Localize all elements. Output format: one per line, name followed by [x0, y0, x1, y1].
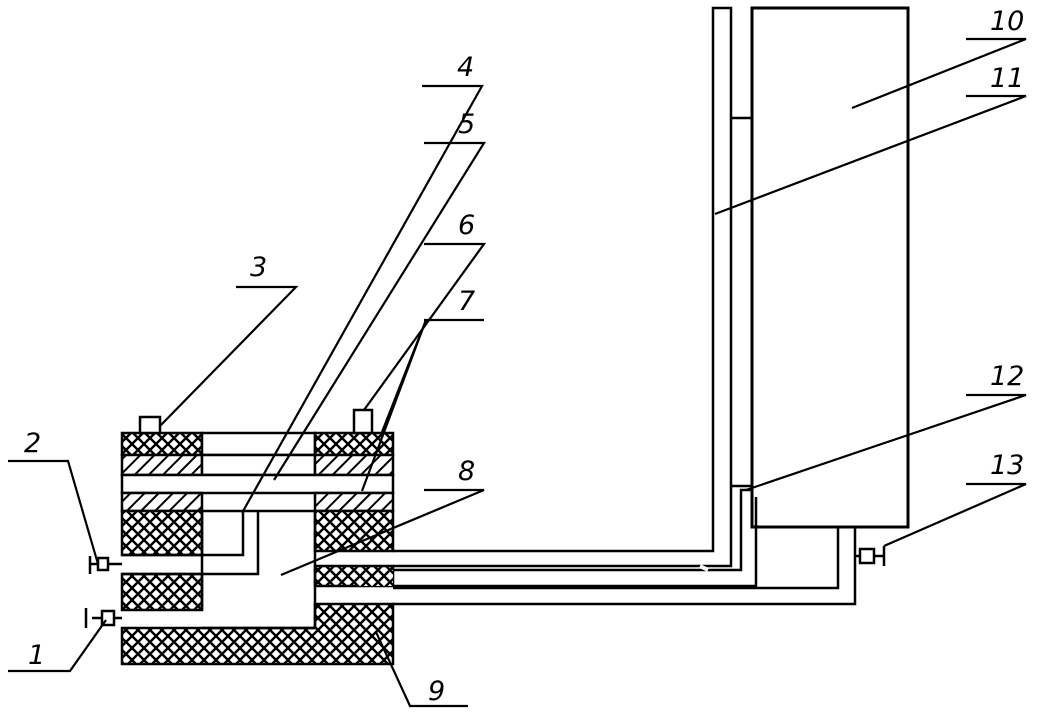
callout-10: 10: [990, 6, 1024, 37]
gasket-left: [120, 453, 204, 477]
callout-11: 11: [990, 63, 1024, 94]
tap-2: [88, 556, 122, 574]
tube-junction-hatch: [358, 570, 393, 586]
callout-2: 2: [24, 428, 41, 459]
callout-13: 13: [990, 450, 1024, 481]
body-left-upper: [120, 509, 204, 557]
tap-1: [84, 608, 122, 628]
connecting-tubes: [358, 6, 857, 606]
body-base: [120, 602, 395, 666]
callout-1: 1: [28, 640, 45, 671]
callout-8: 8: [458, 456, 475, 487]
top-plate-left: [120, 431, 204, 457]
callout-5: 5: [458, 109, 475, 140]
body-left-lower: [120, 572, 204, 612]
callout-9: 9: [428, 676, 445, 707]
stud-right: [352, 408, 374, 435]
gasket-right: [313, 453, 395, 477]
vessel-body: [750, 6, 910, 529]
callout-3: 3: [250, 252, 267, 283]
callout-labels: 1 2 3 4 5 6 7 8 9 10 11 12 13: [24, 6, 1024, 707]
vessel-10: [731, 6, 910, 529]
chamber-assembly: [84, 408, 395, 666]
leader-lines: [8, 37, 1027, 708]
top-plate-center: [200, 431, 317, 457]
valve-13: [855, 546, 886, 566]
callout-6: 6: [458, 210, 475, 241]
callout-7: 7: [458, 286, 475, 317]
lower-gasket-left: [120, 491, 204, 513]
callout-12: 12: [990, 361, 1024, 392]
callout-4: 4: [457, 52, 474, 83]
lower-gasket-right: [313, 491, 395, 513]
gasket-center: [200, 453, 317, 477]
stud-left: [138, 415, 162, 435]
